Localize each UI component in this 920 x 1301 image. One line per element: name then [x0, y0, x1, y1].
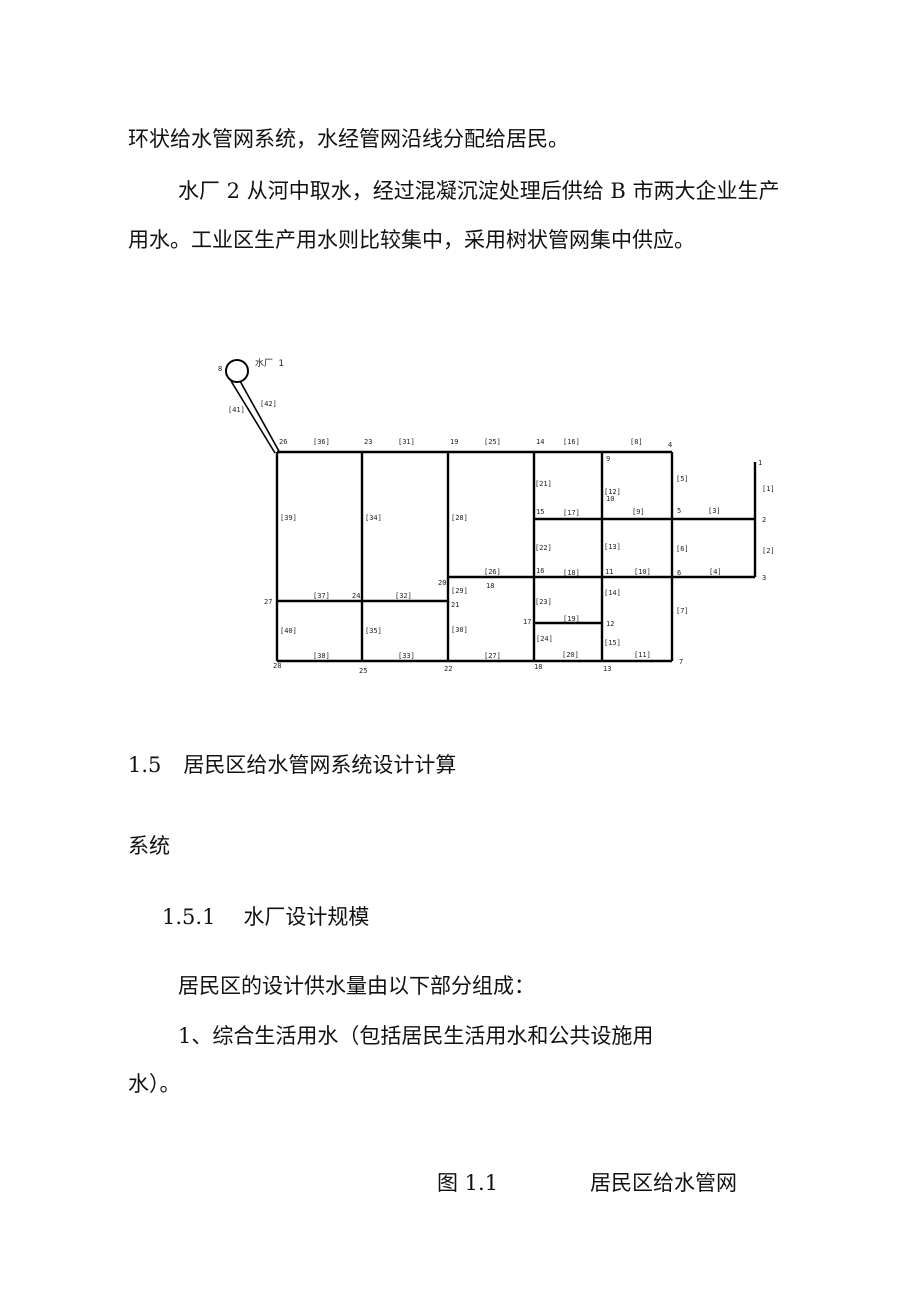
pipe-label: [9] — [632, 508, 645, 516]
pipe-label: [15] — [604, 639, 621, 647]
pipe-label: [20] — [562, 651, 579, 659]
section-heading-continuation: 系统 — [128, 834, 170, 858]
pipe-label: [39] — [280, 514, 297, 522]
node-label: 5 — [677, 507, 681, 515]
pipe-label: [35] — [365, 627, 382, 635]
pipe-label: [26] — [484, 568, 501, 576]
node-label: 7 — [679, 658, 683, 666]
node-label: 6 — [677, 569, 681, 577]
node-label: 3 — [762, 574, 766, 582]
pipe-label: [13] — [604, 543, 621, 551]
pipe-label: [42] — [260, 400, 277, 408]
node-label: 12 — [606, 620, 614, 628]
pipe-41 — [230, 380, 276, 454]
paragraph-2-line-2: 用水。工业区生产用水则比较集中，采用树状管网集中供应。 — [128, 228, 695, 252]
pipe-label: [3] — [708, 507, 721, 515]
pipe-label: [19] — [563, 615, 580, 623]
pipe-label: [41] — [228, 406, 245, 414]
figure-caption-title: 居民区给水管网 — [590, 1171, 737, 1195]
pipe-label: [21] — [535, 480, 552, 488]
node-label: 19 — [450, 438, 458, 446]
paragraph-1: 环状给水管网系统，水经管网沿线分配给居民。 — [128, 127, 569, 151]
pipe-label: [14] — [604, 589, 621, 597]
node-label: 27 — [264, 598, 272, 606]
water-plant-circle — [225, 359, 249, 383]
pipe-label: [40] — [280, 627, 297, 635]
pipe-label: [2] — [762, 547, 775, 555]
pipe-42 — [239, 380, 281, 454]
subsection-title: 水厂设计规模 — [243, 905, 370, 929]
node-label: 23 — [364, 438, 372, 446]
pipe-label: [27] — [484, 652, 501, 660]
pipe-label: [10] — [634, 568, 651, 576]
pipe-label: [28] — [451, 514, 468, 522]
node-label: 13 — [603, 665, 611, 673]
pipe-label: [5] — [676, 475, 689, 483]
pipe-label: [1] — [762, 485, 775, 493]
node-label: 26 — [279, 438, 287, 446]
pipe-label: [12] — [604, 488, 621, 496]
section-heading-number: 1.5 — [128, 753, 162, 777]
subsection-heading: 1.5.1 水厂设计规模 — [162, 907, 369, 928]
water-network-diagram: 水厂 1 8 26 23 19 14 4 1 2 3 9 10 5 15 16 … — [218, 357, 775, 675]
pipe-label: [23] — [535, 598, 552, 606]
pipe-label: [38] — [313, 652, 330, 660]
figure-caption-label: 图 1.1 — [437, 1171, 499, 1195]
list-item-1-line-2: 水）。 — [128, 1072, 181, 1096]
section-heading-title: 居民区给水管网系统设计计算 — [183, 753, 457, 777]
pipe-label: [29] — [451, 587, 468, 595]
pipe-label: [7] — [676, 607, 689, 615]
node-label: 15 — [536, 508, 544, 516]
pipe-label: [31] — [398, 438, 415, 446]
pipe-label: [4] — [709, 568, 722, 576]
list-item-1-line-1: 1、综合生活用水（包括居民生活用水和公共设施用 — [178, 1024, 654, 1048]
node-label: 17 — [523, 618, 531, 626]
pipe-label: [17] — [563, 509, 580, 517]
node-label: 25 — [359, 667, 367, 675]
pipe-label: [30] — [451, 626, 468, 634]
node-label: 21 — [451, 601, 459, 609]
node-label: 28 — [273, 662, 281, 670]
pipe-label: [22] — [535, 544, 552, 552]
node-label: 2 — [762, 516, 766, 524]
node-label: 8 — [218, 365, 222, 373]
pipe-label: [32] — [395, 592, 412, 600]
pipe-label: [8] — [630, 438, 643, 446]
pipe-label: [37] — [313, 592, 330, 600]
paragraph-2-line-1: 水厂 2 从河中取水，经过混凝沉淀处理后供给 B 市两大企业生产 — [178, 179, 780, 203]
pipe-label: [11] — [634, 651, 651, 659]
pipe-label: [6] — [676, 545, 689, 553]
node-label: 14 — [536, 438, 544, 446]
pipe-label: [18] — [563, 569, 580, 577]
subsection-number: 1.5.1 — [162, 905, 216, 929]
node-label: 22 — [444, 665, 452, 673]
pipe-label: [33] — [398, 652, 415, 660]
node-label: 16 — [536, 567, 544, 575]
section-heading: 1.5 居民区给水管网系统设计计算 — [128, 755, 456, 776]
node-label: 9 — [606, 455, 610, 463]
pipe-label: [34] — [365, 514, 382, 522]
plant-label: 水厂 1 — [255, 357, 284, 369]
node-label: 24 — [352, 592, 360, 600]
node-label: 4 — [668, 441, 672, 449]
node-label: 18 — [486, 582, 494, 590]
pipe-label: [36] — [313, 438, 330, 446]
pipe-label: [16] — [563, 438, 580, 446]
pipe-label: [24] — [536, 635, 553, 643]
node-label: 10 — [606, 495, 614, 503]
node-label: 1 — [758, 459, 762, 467]
node-label: 20 — [438, 579, 446, 587]
body-paragraph: 居民区的设计供水量由以下部分组成： — [178, 974, 535, 998]
pipe-label: [25] — [484, 438, 501, 446]
node-label: 18 — [534, 663, 542, 671]
node-label: 11 — [605, 568, 613, 576]
